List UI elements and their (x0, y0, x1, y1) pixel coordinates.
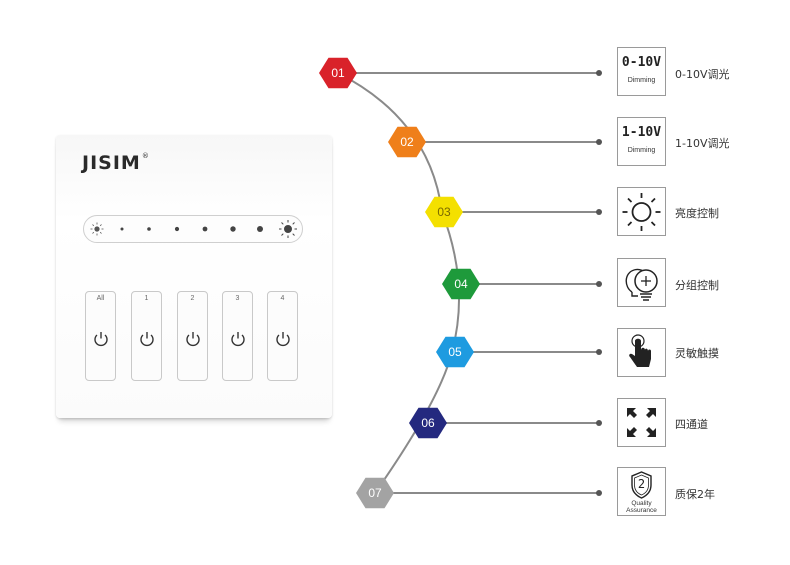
icon-text: 1-10V (621, 125, 662, 140)
touch-icon (617, 328, 666, 377)
sun-bright-icon (279, 220, 297, 238)
warranty-years: 2 (637, 477, 646, 491)
step-hexagon (409, 407, 447, 439)
brightness-slider[interactable] (83, 215, 303, 243)
level-dot (202, 226, 208, 232)
level-dot (120, 227, 124, 231)
power-icon (231, 332, 245, 347)
step-hexagon (436, 336, 474, 368)
feature-label: 灵敏触摸 (675, 347, 719, 360)
expand-arrows-icon (617, 398, 666, 447)
step-number: 03 (437, 205, 451, 219)
level-dot (147, 227, 151, 231)
feature-label: 亮度控制 (675, 207, 719, 220)
arrows-glyph (627, 408, 656, 437)
button-3[interactable]: 3 (222, 291, 253, 381)
step-hexagon (442, 268, 480, 300)
step-number: 06 (421, 416, 435, 430)
shield-glyph (631, 471, 652, 499)
icon-subtext: Dimming (627, 147, 656, 154)
connector-dot (596, 281, 602, 287)
button-label: 2 (190, 295, 195, 302)
button-label: All (96, 295, 105, 302)
feature-label: 0-10V调光 (675, 68, 730, 81)
brand-logo: JISIM® (82, 152, 150, 174)
feature-label: 四通道 (675, 418, 708, 431)
step-number: 01 (331, 66, 345, 80)
step-hexagon (356, 477, 394, 509)
button-4[interactable]: 4 (267, 291, 298, 381)
step-number: 05 (448, 345, 462, 359)
connector-dot (596, 420, 602, 426)
power-icon (186, 332, 200, 347)
feature-label: 分组控制 (675, 279, 719, 292)
level-dot (230, 226, 236, 232)
button-label: 4 (280, 295, 285, 302)
connector-dot (596, 70, 602, 76)
connector-dot (596, 139, 602, 145)
power-icon (94, 332, 108, 347)
sun-icon (617, 187, 666, 236)
button-2[interactable]: 2 (177, 291, 208, 381)
slider-graphics (90, 220, 297, 238)
connector-dot (596, 490, 602, 496)
button-1[interactable]: 1 (131, 291, 162, 381)
icon-text: 0-10V (621, 55, 662, 70)
dimming-1-10v-icon: 1-10V Dimming (617, 117, 666, 166)
icon-subtext: Dimming (627, 77, 656, 84)
step-number: 02 (400, 135, 414, 149)
power-icon (140, 332, 154, 347)
level-dot (257, 226, 263, 232)
touch-glyph (629, 334, 651, 367)
dimming-0-10v-icon: 0-10V Dimming (617, 47, 666, 96)
connector-dot (596, 349, 602, 355)
sun-dim-icon (90, 222, 104, 236)
button-label: 3 (235, 295, 240, 302)
power-icon (276, 332, 290, 347)
feature-label: 质保2年 (675, 488, 715, 501)
connector-dot (596, 209, 602, 215)
step-hexagon (319, 57, 357, 89)
sun-glyph (622, 193, 661, 231)
bulbs-icon (617, 258, 666, 307)
step-hexagon (388, 126, 426, 158)
wall-panel: JISIM® All (56, 135, 332, 418)
level-dot (174, 226, 180, 232)
step-number: 07 (368, 486, 382, 500)
bulbs-glyph (625, 268, 658, 301)
button-label: 1 (144, 295, 149, 302)
step-hexagon (425, 196, 463, 228)
step-number: 04 (454, 277, 468, 291)
feature-label: 1-10V调光 (675, 137, 730, 150)
button-all[interactable]: All (85, 291, 116, 381)
